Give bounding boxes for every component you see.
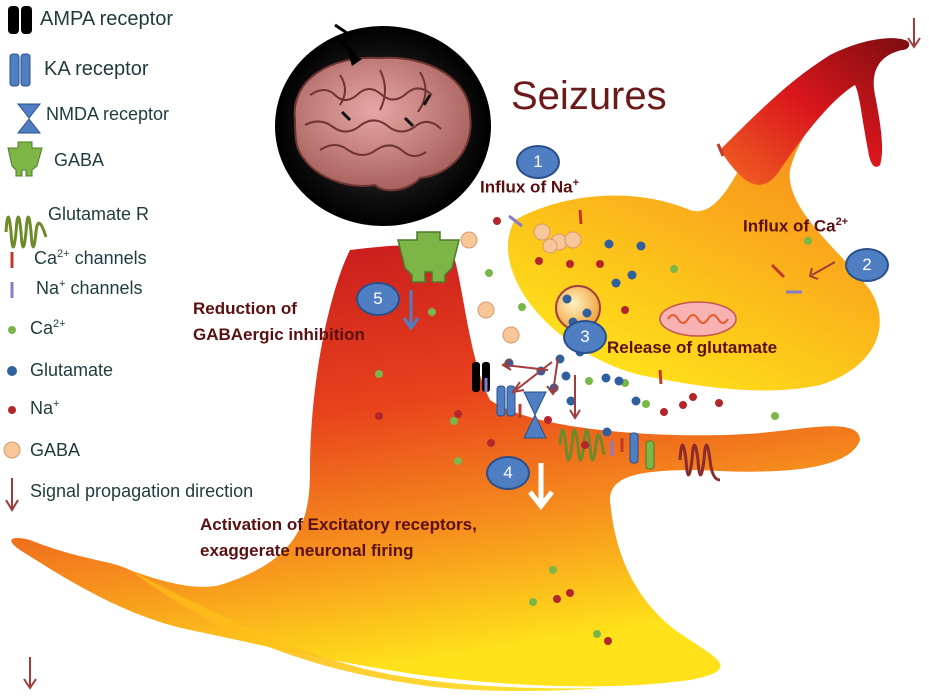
- axon-branch: [720, 38, 910, 185]
- step-2-badge: 2: [845, 248, 889, 282]
- legend-na-ion: Na+: [30, 398, 60, 418]
- glutamate-receptor-1: [558, 428, 606, 462]
- legend-ca-channels: Ca2+ channels: [34, 248, 147, 268]
- step-5-badge: 5: [356, 282, 400, 316]
- step-4-badge: 4: [486, 456, 530, 490]
- gaba-receptor: [397, 231, 460, 283]
- legend-nmda: NMDA receptor: [46, 104, 170, 124]
- green-channel: [645, 440, 655, 470]
- annotation-reduction: Reduction of GABAergic inhibition: [193, 299, 365, 344]
- annotation-influx-ca: Influx of Ca2+: [743, 216, 849, 236]
- signal-arrows: [23, 18, 921, 690]
- legend-glutamate-r: Glutamate R: [48, 204, 150, 224]
- legend-ampa: AMPA receptor: [40, 8, 174, 30]
- legend-icons: [3, 6, 48, 512]
- ampa-receptor: [472, 362, 490, 392]
- ion-channels: [484, 143, 802, 456]
- gaba-reduction-arrow: [402, 290, 420, 331]
- legend-glutamate: Glutamate: [30, 360, 114, 380]
- nmda-receptor: [523, 391, 547, 439]
- legend-signal: Signal propagation direction: [30, 481, 254, 501]
- annotation-release-glutamate: Release of glutamate: [607, 338, 778, 357]
- annotation-influx-na: Influx of Na+: [480, 177, 579, 197]
- step-1-badge: 1: [516, 145, 560, 179]
- brain-illustration: [275, 23, 491, 226]
- annotation-activation: Activation of Excitatory receptors, exag…: [200, 515, 477, 560]
- diagram-title: Seizures: [511, 74, 667, 118]
- postsynaptic-neuron: [11, 245, 861, 687]
- step-3-badge: 3: [563, 320, 607, 354]
- legend: AMPA receptor KA receptor NMDA receptor …: [0, 0, 330, 520]
- gaba-molecules: [460, 223, 582, 344]
- legend-gaba-receptor: GABA: [54, 150, 105, 170]
- ka-receptor: [496, 385, 639, 464]
- ca-ions: [375, 237, 812, 638]
- legend-ca-ion: Ca2+: [30, 318, 66, 338]
- activation-arrow: [528, 463, 554, 511]
- legend-na-channels: Na+ channels: [36, 278, 143, 298]
- legend-gaba-molecule: GABA: [30, 440, 81, 460]
- legend-ka: KA receptor: [44, 58, 149, 80]
- glutamate-receptor-2: [678, 443, 721, 482]
- na-ions: [375, 217, 723, 645]
